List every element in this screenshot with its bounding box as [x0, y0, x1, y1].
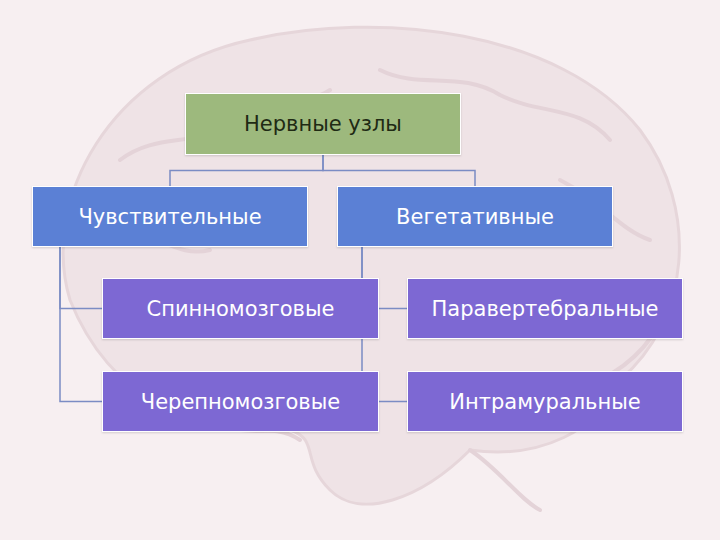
type-box: Паравертебральные — [407, 278, 683, 339]
category-box: Чувствительные — [32, 186, 308, 247]
type-box: Черепномозговые — [102, 371, 379, 432]
tree-connector — [170, 155, 323, 186]
node-label: Чувствительные — [78, 205, 261, 229]
brain-outline — [63, 27, 679, 504]
root-box: Нервные узлы — [185, 93, 461, 155]
node-label: Нервные узлы — [244, 112, 402, 136]
node-label: Спинномозговые — [147, 297, 335, 321]
node-label: Вегетативные — [396, 205, 554, 229]
type-box: Спинномозговые — [102, 278, 379, 339]
type-box: Интрамуральные — [407, 371, 683, 432]
node-label: Черепномозговые — [141, 390, 341, 414]
node-label: Интрамуральные — [449, 390, 640, 414]
node-label: Паравертебральные — [432, 297, 659, 321]
category-box: Вегетативные — [337, 186, 613, 247]
tree-connector — [323, 155, 475, 186]
tree-connector — [60, 247, 102, 309]
tree-connector — [60, 247, 102, 402]
